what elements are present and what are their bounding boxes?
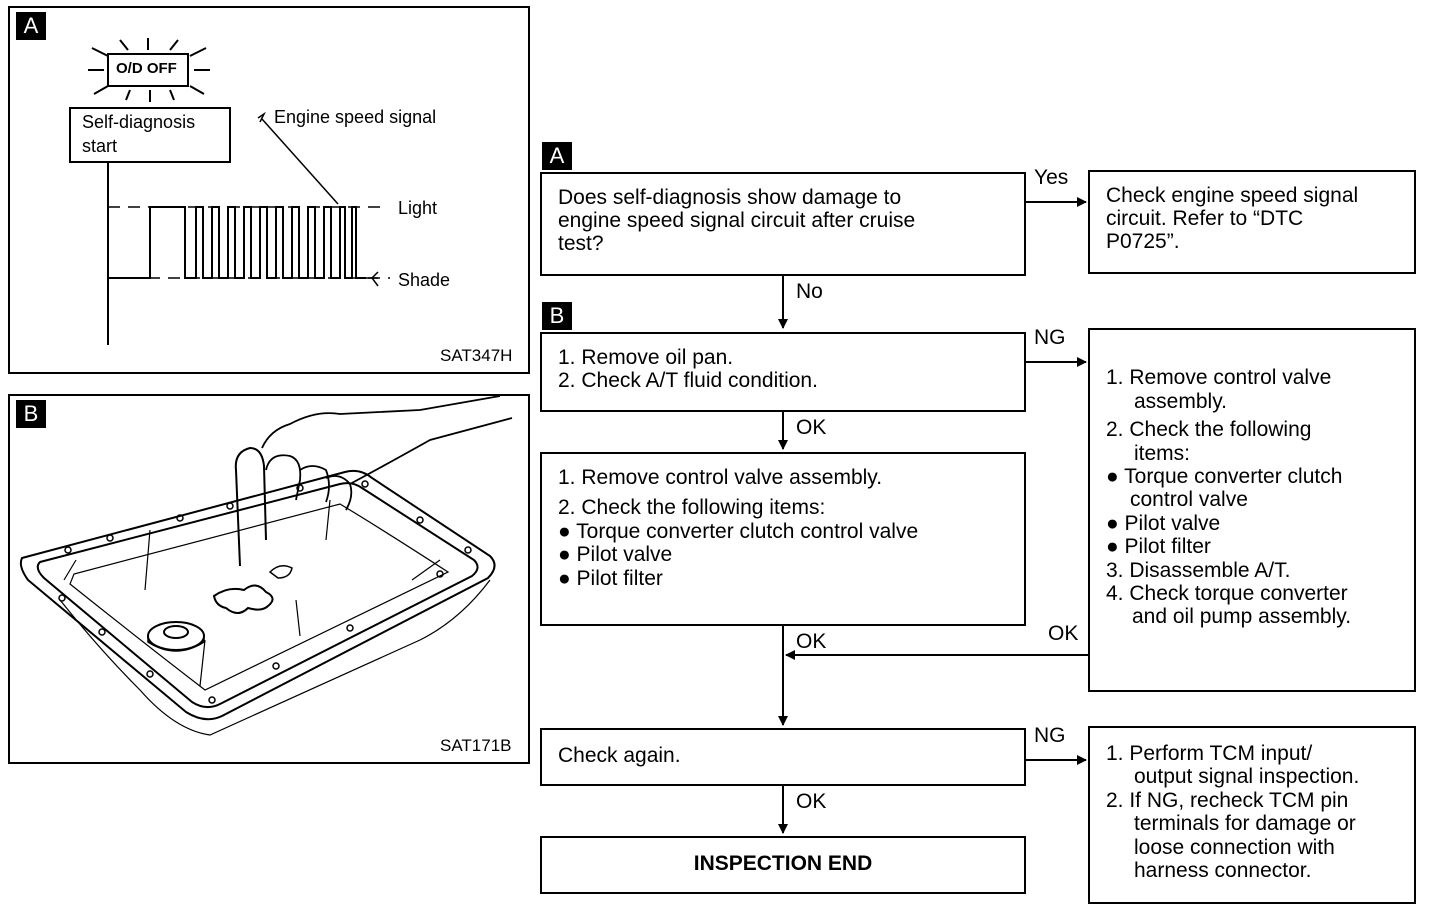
ng2-label: NG	[1034, 724, 1066, 747]
ng1-label: NG	[1034, 326, 1066, 349]
ng-disassemble-line: 1. Remove control valve	[1106, 366, 1332, 389]
engine-speed-waveform	[108, 206, 366, 279]
question-line: engine speed signal circuit after cruise	[558, 209, 916, 232]
ng-tcm-line: 1. Perform TCM input/	[1106, 742, 1313, 765]
inspection-end-box: INSPECTION END	[540, 836, 1026, 894]
pan-outer-flange	[19, 469, 496, 721]
indicator-label: O/D OFF	[116, 60, 177, 77]
start-label-line1: Self-diagnosis	[82, 112, 196, 132]
pan-inner-flange	[36, 482, 479, 708]
signal-label: Engine speed signal	[274, 107, 437, 127]
check-again-text: Check again.	[558, 744, 681, 767]
ng-tcm-line: harness connector.	[1134, 859, 1312, 882]
figure-b-panel	[8, 394, 530, 764]
yes-result-line: Check engine speed signal	[1106, 184, 1359, 207]
ng-disassemble-line: ● Pilot filter	[1106, 535, 1211, 558]
check-again-box: Check again.	[540, 728, 1026, 786]
lamp-rays	[88, 38, 210, 102]
figure-a-panel	[8, 6, 530, 374]
question-line: test?	[558, 232, 604, 255]
step-oil-pan-box: 1. Remove oil pan. 2. Check A/T fluid co…	[540, 332, 1026, 412]
ng-tcm-line: 2. If NG, recheck TCM pin	[1106, 789, 1349, 812]
ng-disassemble-line: control valve	[1130, 488, 1248, 511]
ng-disassemble-line: ● Torque converter clutch	[1106, 465, 1343, 488]
figure-b-code: SAT171B	[440, 736, 512, 755]
ok1-label: OK	[796, 416, 827, 439]
fluid-puddle	[212, 584, 274, 614]
ng-tcm-line: output signal inspection.	[1134, 765, 1360, 788]
flow-tag-b: B	[542, 302, 572, 330]
step-control-valve-line: 2. Check the following items:	[558, 496, 826, 519]
step-control-valve-box: 1. Remove control valve assembly. 2. Che…	[540, 452, 1026, 626]
start-box	[69, 107, 231, 163]
ng-disassemble-line: assembly.	[1134, 390, 1227, 413]
ng-tcm-box: 1. Perform TCM input/ output signal insp…	[1088, 726, 1416, 904]
ok4-label: OK	[796, 790, 827, 813]
figure-a-code: SAT347H	[440, 346, 513, 365]
ng-disassemble-line: 4. Check torque converter	[1106, 582, 1348, 605]
figure-a-tag: A	[16, 12, 46, 40]
ng-disassemble-line: 3. Disassemble A/T.	[1106, 559, 1291, 582]
yes-result-line: circuit. Refer to “DTC	[1106, 207, 1304, 230]
yes-result-box: Check engine speed signal circuit. Refer…	[1088, 170, 1416, 274]
indicator-lamp	[107, 53, 189, 87]
ng-disassemble-line: ● Pilot valve	[1106, 512, 1221, 535]
ng-tcm-line: terminals for damage or	[1134, 812, 1356, 835]
step-control-valve-line: ● Pilot filter	[558, 567, 663, 590]
ng-disassemble-line: 2. Check the following	[1106, 418, 1312, 441]
signal-leader	[261, 118, 339, 205]
shade-label: Shade	[398, 270, 451, 290]
yes-result-line: P0725”.	[1106, 230, 1180, 253]
step-oil-pan-line: 2. Check A/T fluid condition.	[558, 369, 818, 392]
question-line: Does self-diagnosis show damage to	[558, 186, 902, 209]
figure-b-tag: B	[16, 400, 46, 428]
step-control-valve-line: 1. Remove control valve assembly.	[558, 466, 883, 489]
yes-label: Yes	[1034, 166, 1069, 189]
ng-disassemble-line: and oil pump assembly.	[1132, 605, 1352, 628]
ng-disassemble-line: items:	[1134, 442, 1191, 465]
step-control-valve-line: ● Torque converter clutch control valve	[558, 520, 919, 543]
step-oil-pan-line: 1. Remove oil pan.	[558, 346, 734, 369]
ng-tcm-line: loose connection with	[1134, 836, 1335, 859]
no-label: No	[796, 280, 823, 303]
step-control-valve-line: ● Pilot valve	[558, 543, 673, 566]
inspection-end-text: INSPECTION END	[693, 852, 873, 875]
ng-disassemble-box: 1. Remove control valve assembly. 2. Che…	[1088, 328, 1416, 692]
pointing-finger	[234, 446, 267, 567]
light-label: Light	[398, 198, 438, 218]
ok2-label: OK	[796, 630, 827, 653]
ok3-label: OK	[1048, 622, 1079, 645]
question-box: Does self-diagnosis show damage to engin…	[540, 172, 1026, 276]
start-label-line2: start	[82, 136, 118, 156]
flow-tag-a: A	[542, 142, 572, 170]
